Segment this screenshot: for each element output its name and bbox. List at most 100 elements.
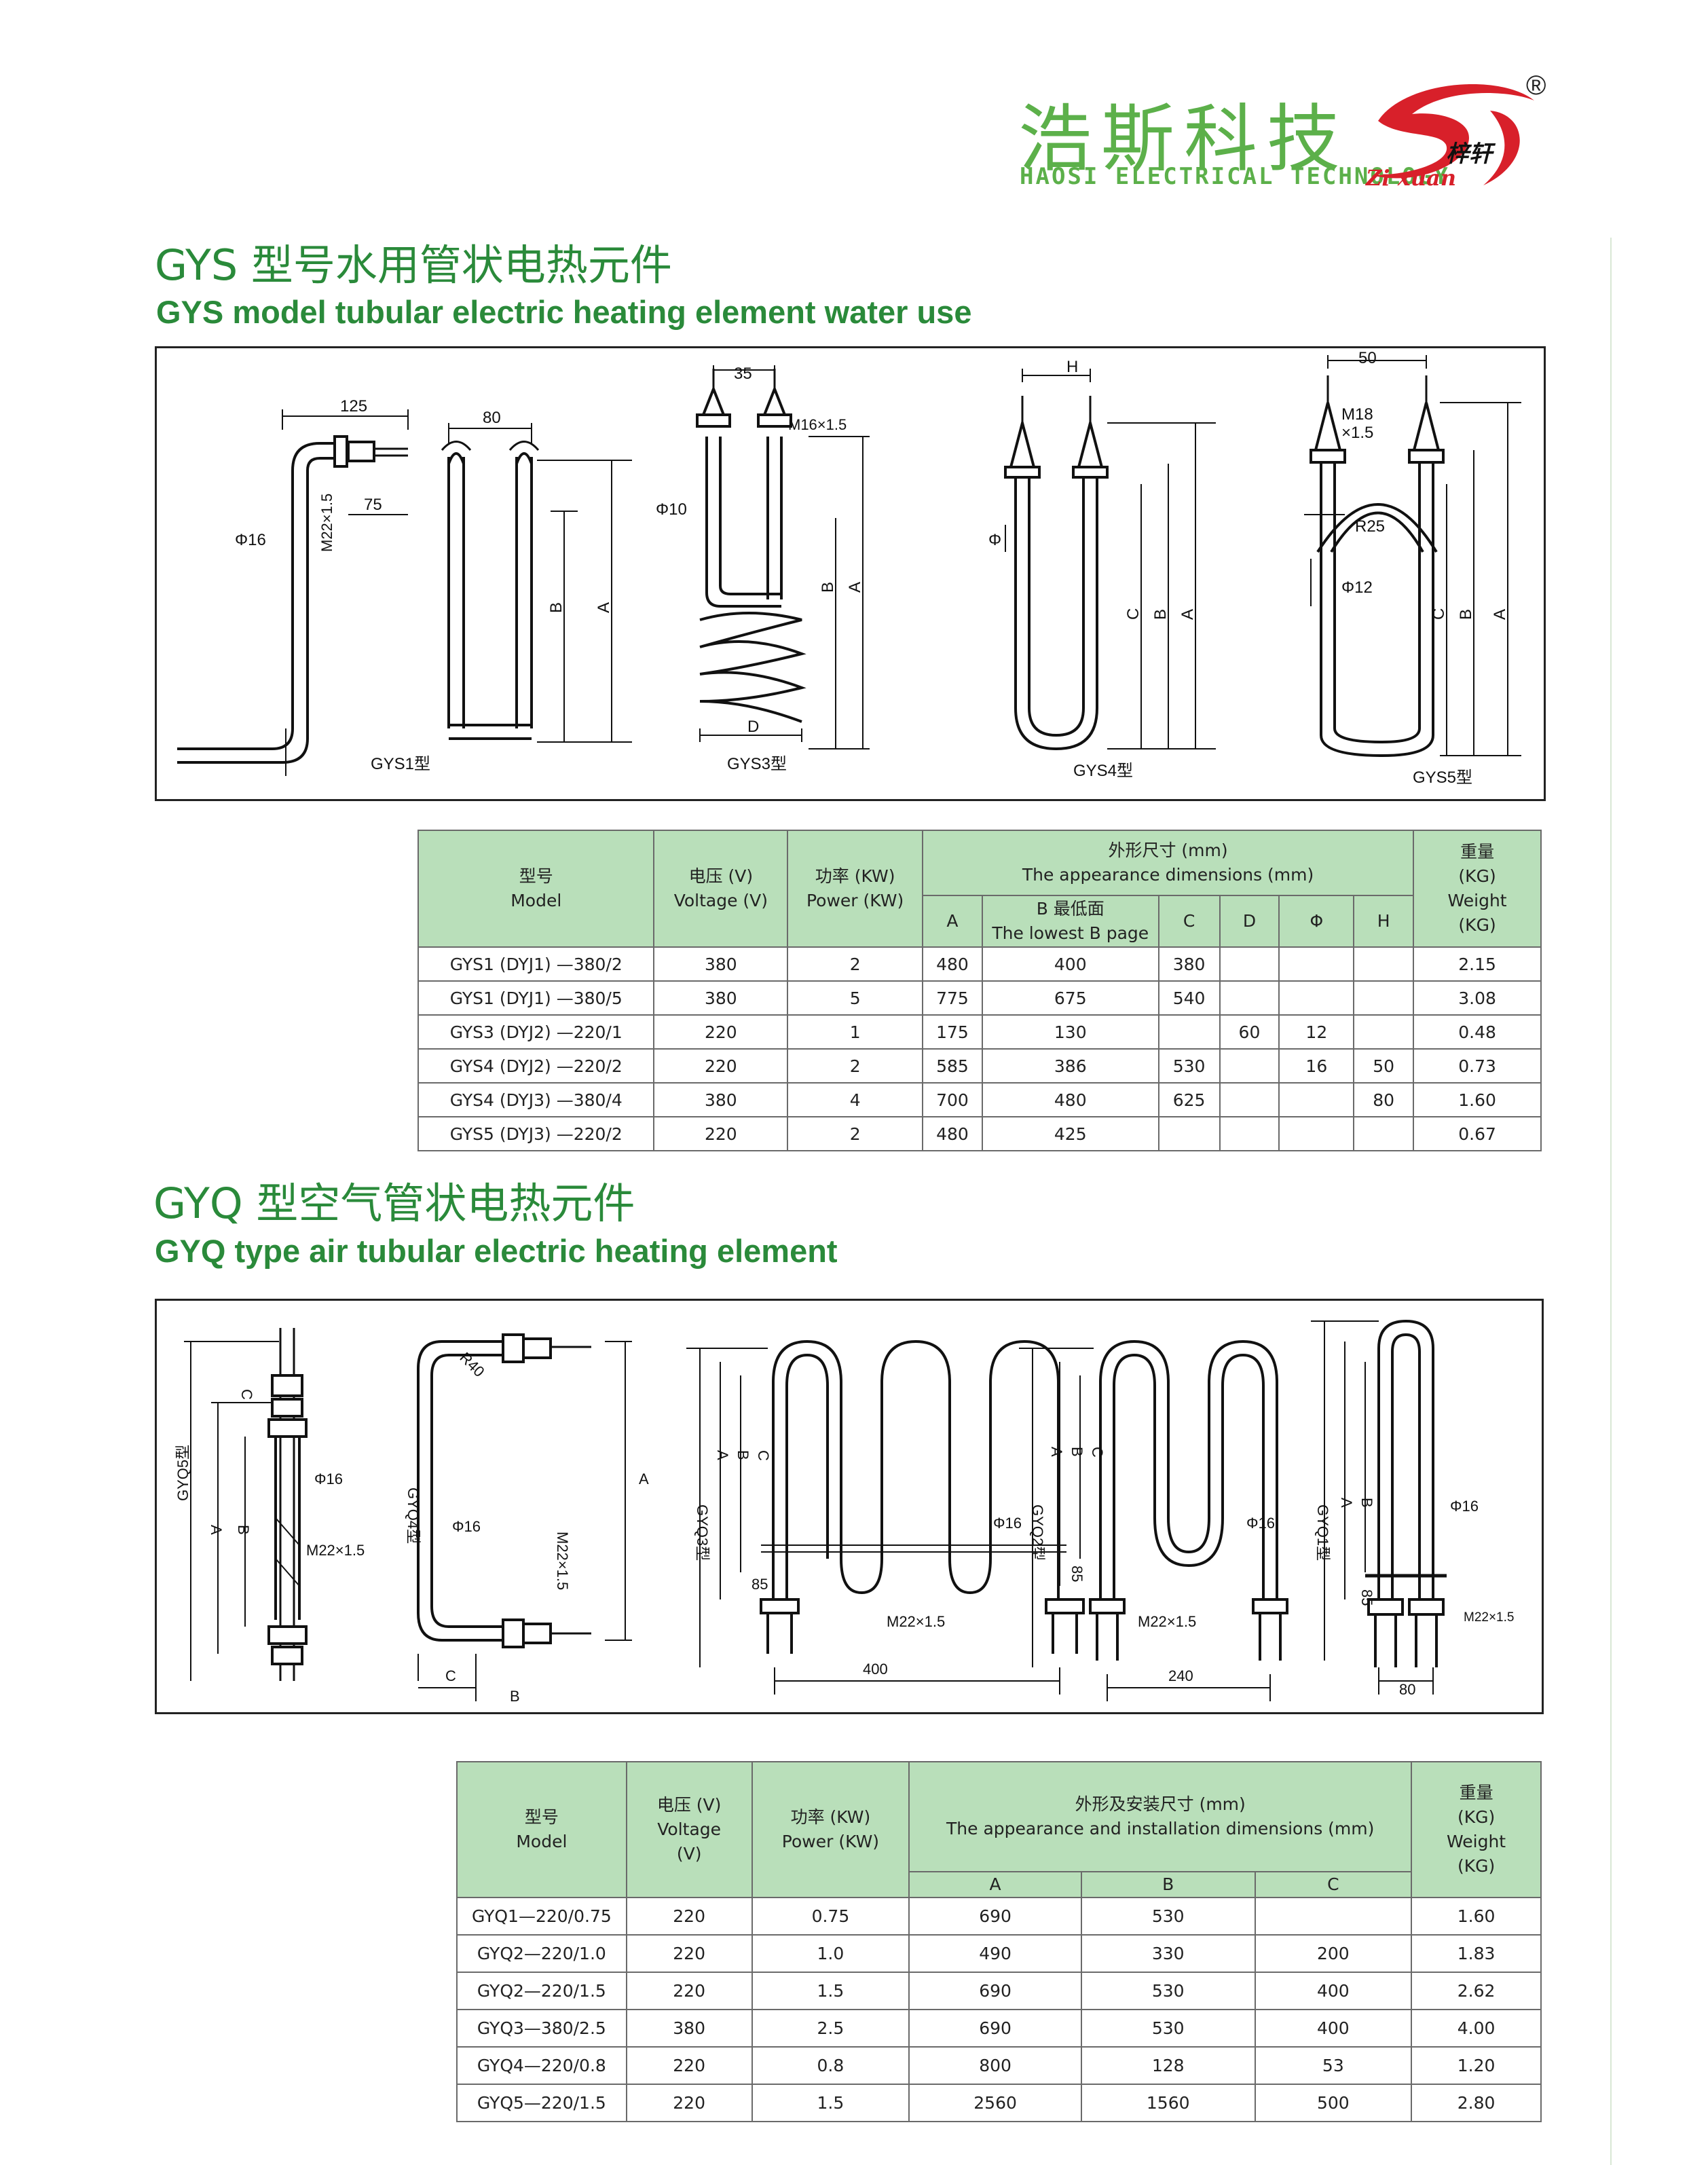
table-cell-c xyxy=(1157,1014,1221,1050)
gyq5-dim-c: C xyxy=(238,1389,255,1400)
table-cell-weight: 0.73 xyxy=(1413,1048,1542,1084)
table-cell-model: GYS3 (DYJ2) —220/1 xyxy=(417,1014,655,1050)
table-cell-model: GYQ5—220/1.5 xyxy=(456,2084,627,2123)
table-cell-power: 0.75 xyxy=(751,1897,910,1936)
table-cell-c: 400 xyxy=(1254,1972,1413,2011)
table-cell-voltage: 220 xyxy=(625,1897,753,1936)
gys3-dim-35: 35 xyxy=(734,365,752,383)
gys5-dim-c: C xyxy=(1430,608,1448,620)
table-cell-voltage: 380 xyxy=(653,1082,789,1117)
gys5-m18-pitch: ×1.5 xyxy=(1341,424,1373,442)
logo-sub-en: Zi xuan xyxy=(1364,165,1456,191)
gys4-dim-c: C xyxy=(1124,608,1143,620)
gys2-drawing: 80 B A xyxy=(441,409,632,743)
gys2-dim-b: B xyxy=(547,602,565,613)
table-cell-c: 625 xyxy=(1157,1082,1221,1117)
gyq4-phi16: Φ16 xyxy=(452,1518,481,1535)
table-cell-c: 380 xyxy=(1157,946,1221,982)
gyq2-dim-b: B xyxy=(1069,1447,1085,1457)
gyq4-m22: M22×1.5 xyxy=(554,1532,571,1590)
table-cell-phi: 16 xyxy=(1278,1048,1355,1084)
table-cell-a: 775 xyxy=(922,980,983,1016)
gys5-dim-50: 50 xyxy=(1358,349,1377,367)
gyq5-drawing: GYQ5型 C B A Φ16 M22×1.5 xyxy=(174,1328,365,1681)
gyq4-dim-b: B xyxy=(510,1688,520,1705)
gyq4-label: GYQ4型 xyxy=(405,1487,422,1544)
gyq-th-c: C xyxy=(1254,1870,1413,1899)
table-cell-d: 60 xyxy=(1219,1014,1280,1050)
gys-th-weight: 重量(KG)Weight(KG) xyxy=(1413,830,1542,948)
gyq3-dim-85: 85 xyxy=(751,1576,768,1593)
gyq3-dim-a: A xyxy=(714,1450,731,1460)
gys1-label: GYS1型 xyxy=(371,755,430,773)
table-cell-h xyxy=(1353,980,1415,1016)
table-cell-c: 540 xyxy=(1157,980,1221,1016)
gyq5-dim-a: A xyxy=(208,1525,225,1535)
gyq2-dim-240: 240 xyxy=(1168,1667,1193,1684)
table-cell-b: 330 xyxy=(1080,1934,1256,1974)
table-cell-weight: 2.15 xyxy=(1413,946,1542,982)
gys-th-power: 功率 (KW)Power (KW) xyxy=(787,830,924,948)
gys3-m16: M16×1.5 xyxy=(788,416,847,433)
gyq-th-b: B xyxy=(1080,1870,1256,1899)
table-cell-weight: 3.08 xyxy=(1413,980,1542,1016)
table-cell-a: 800 xyxy=(908,2046,1082,2086)
table-cell-voltage: 220 xyxy=(625,1934,753,1974)
table-cell-power: 1.0 xyxy=(751,1934,910,1974)
table-cell-c xyxy=(1254,1897,1413,1936)
table-cell-voltage: 380 xyxy=(625,2009,753,2048)
table-cell-a: 700 xyxy=(922,1082,983,1117)
gyq-th-weight: 重量(KG)Weight(KG) xyxy=(1411,1760,1542,1899)
table-cell-h: 50 xyxy=(1353,1048,1415,1084)
gys1-phi16: Φ16 xyxy=(235,531,266,549)
table-cell-weight: 1.60 xyxy=(1413,1082,1542,1117)
table-cell-phi xyxy=(1278,980,1355,1016)
table-cell-a: 480 xyxy=(922,946,983,982)
gyq3-m22: M22×1.5 xyxy=(887,1613,945,1630)
gys5-m18: M18 xyxy=(1341,405,1373,424)
gys-th-dims: 外形尺寸 (mm)The appearance dimensions (mm) xyxy=(922,830,1415,896)
gys5-dim-b: B xyxy=(1457,609,1475,620)
gyq-title-cn: GYQ 型空气管状电热元件 xyxy=(153,1179,635,1228)
table-cell-phi xyxy=(1278,946,1355,982)
gyq1-phi16: Φ16 xyxy=(1450,1498,1479,1515)
gys3-dim-b: B xyxy=(819,582,837,593)
gyq1-dim-b: B xyxy=(1358,1498,1375,1508)
gyq2-m22: M22×1.5 xyxy=(1138,1613,1196,1630)
gyq-th-a: A xyxy=(908,1870,1082,1899)
table-cell-b: 400 xyxy=(981,946,1159,982)
table-cell-model: GYQ4—220/0.8 xyxy=(456,2046,627,2086)
table-cell-b: 425 xyxy=(981,1116,1159,1151)
table-cell-power: 1.5 xyxy=(751,2084,910,2123)
table-cell-voltage: 380 xyxy=(653,980,789,1016)
table-cell-c: 530 xyxy=(1157,1048,1221,1084)
table-cell-model: GYS1 (DYJ1) —380/2 xyxy=(417,946,655,982)
table-cell-d xyxy=(1219,946,1280,982)
gys3-label: GYS3型 xyxy=(727,755,787,773)
table-cell-model: GYQ2—220/1.0 xyxy=(456,1934,627,1974)
table-cell-voltage: 220 xyxy=(653,1048,789,1084)
table-cell-model: GYQ2—220/1.5 xyxy=(456,1972,627,2011)
table-cell-power: 2 xyxy=(787,946,924,982)
gys-title-en: GYS model tubular electric heating eleme… xyxy=(156,294,972,330)
registered-mark: ® xyxy=(1526,71,1546,100)
gys5-dim-a: A xyxy=(1491,609,1509,620)
table-cell-a: 690 xyxy=(908,2009,1082,2048)
gys-th-a: A xyxy=(922,895,983,948)
gys5-r25: R25 xyxy=(1355,517,1385,536)
gyq1-dim-a: A xyxy=(1338,1498,1355,1508)
brand-name-cn: 浩斯科技 xyxy=(1018,97,1350,182)
gyq1-dim-85: 85 xyxy=(1358,1589,1375,1606)
table-cell-voltage: 220 xyxy=(653,1014,789,1050)
gys4-phi: Φ xyxy=(988,531,1001,549)
gys2-dim-80: 80 xyxy=(483,409,501,427)
table-cell-c: 500 xyxy=(1254,2084,1413,2123)
table-cell-h xyxy=(1353,1014,1415,1050)
